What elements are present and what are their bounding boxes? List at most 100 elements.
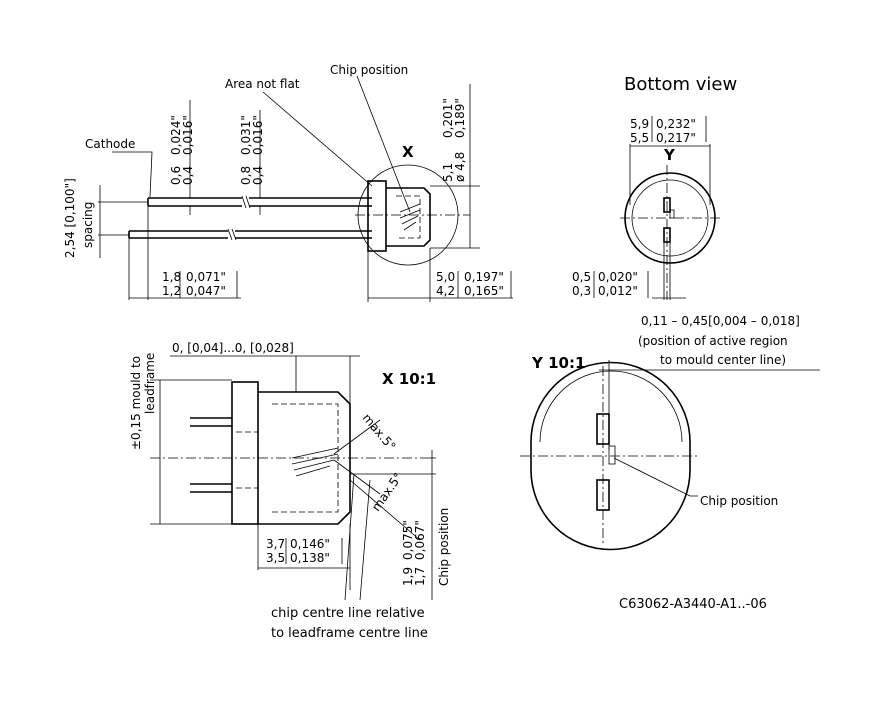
- dim-x-top: [170, 355, 360, 404]
- detail-x-flange: [231, 381, 259, 525]
- lead-thick-b-in: 0,031": [239, 115, 253, 155]
- part-number: C63062-A3440-A1..-06: [619, 597, 767, 612]
- label-cathode: Cathode: [85, 137, 135, 151]
- dia-inner-in: 0,189": [453, 98, 467, 138]
- dim-angles: [333, 419, 421, 541]
- dia-outer-mm: 5,1: [441, 163, 455, 182]
- mould-body: [386, 187, 431, 247]
- detail-x-chip-hatch: [291, 447, 339, 477]
- detail-y-tol-3: to mould center line): [660, 353, 786, 367]
- detail-x-chip-position: Chip position: [437, 508, 451, 586]
- label-x-marker: X: [402, 143, 414, 161]
- cavity-outline: [396, 195, 421, 239]
- lead-thick-b-labels: 0,8 0,4 0,031" 0,016": [239, 115, 265, 185]
- detail-x-bottom-2-in: 0,138": [290, 551, 330, 565]
- dim-mould-tol: [150, 379, 232, 525]
- lead-len-2-in: 0,047": [186, 284, 226, 298]
- dim-body-length: [367, 248, 513, 302]
- dim-y-tol: [599, 360, 820, 450]
- lead-lower: [128, 230, 228, 239]
- detail-x-note-2: to leadframe centre line: [271, 626, 428, 641]
- detail-x-internal: [236, 431, 258, 489]
- detail-x-mould-labels: ±0,15 mould to leadframe: [129, 353, 157, 450]
- lead-thick-b-mm: 0,8: [239, 166, 253, 185]
- break-mark-lower: [227, 228, 237, 241]
- leader-chip-position: [356, 75, 411, 213]
- lead-len-1-in: 0,071": [186, 270, 226, 284]
- side-view: [98, 75, 513, 302]
- body-len-1: 5,0: [436, 270, 455, 284]
- detail-x-angle-2: max.5°: [369, 470, 405, 514]
- lead-thick-a-in2: 0,016": [181, 115, 195, 155]
- body-len-1-in: 0,197": [464, 270, 504, 284]
- label-area-not-flat: Area not flat: [225, 77, 300, 91]
- mould-flange: [367, 180, 387, 252]
- detail-x-chip-1: 1,9: [401, 567, 415, 586]
- detail-x-bottom-1-in: 0,146": [290, 537, 330, 551]
- bottom-y-marker: Y: [663, 146, 676, 164]
- detail-x-chip-labels: 1,9 1,7 0,075" 0,067" Chip position: [401, 508, 451, 586]
- detail-y-tol-2: (position of active region: [638, 334, 788, 348]
- detail-y-title: Y 10:1: [531, 354, 585, 372]
- detail-x-chip-2-in: 0,067": [413, 520, 427, 560]
- break-mark-upper: [241, 195, 251, 209]
- chip-hatch: [399, 203, 421, 231]
- lead-thick-a-labels: 0,6 0,4 0,024" 0,016": [169, 115, 195, 185]
- lead-thick-b-mm2: 0,4: [251, 166, 265, 185]
- detail-y-outline: [530, 361, 691, 551]
- bottom-dim-bot-2: 0,3: [572, 284, 591, 298]
- spacing-word: spacing: [81, 202, 95, 248]
- detail-x-mould-tol: ±0,15 mould to: [129, 356, 143, 450]
- lead-upper-right: [249, 197, 372, 207]
- detail-y: [520, 360, 820, 551]
- body-len-2: 4,2: [436, 284, 455, 298]
- detail-x-chip-1-in: 0,075": [401, 520, 415, 560]
- label-chip-position: Chip position: [330, 63, 408, 77]
- bottom-bot-brackets: [593, 271, 649, 298]
- bottom-dim-bot-1: 0,5: [572, 270, 591, 284]
- dim-diameter: [430, 84, 480, 249]
- diameter-labels: 5,1 ø 4,8 0,201" 0,189": [441, 98, 467, 182]
- bottom-view-title: Bottom view: [624, 74, 737, 95]
- lead-len-brackets: [179, 271, 238, 298]
- dim-spacing: [98, 185, 148, 258]
- detail-y-chip-position: Chip position: [700, 494, 778, 508]
- body-len-2-in: 0,165": [464, 284, 504, 298]
- bottom-dim-top-1-in: 0,232": [656, 117, 696, 131]
- detail-y-tol-1: 0,11 – 0,45[0,004 – 0,018]: [641, 314, 800, 328]
- bottom-chip: [669, 209, 675, 219]
- spacing-dim: 2,54 [0,100"]: [63, 178, 77, 258]
- spacing-labels: 2,54 [0,100"] spacing: [63, 178, 95, 258]
- lead-upper: [147, 197, 242, 207]
- lead-thick-a-mm: 0,6: [169, 166, 183, 185]
- lead-thick-b-in2: 0,016": [251, 115, 265, 155]
- detail-x-leads: [190, 417, 232, 493]
- bottom-dim-top-2-in: 0,217": [656, 131, 696, 145]
- detail-x-angle-1: max.5°: [360, 411, 399, 453]
- leader-cathode: [112, 151, 153, 198]
- dim-lead-length: [128, 206, 241, 300]
- bottom-dim-top-2: 5,5: [630, 131, 649, 145]
- dia-outer-in: 0,201": [441, 98, 455, 138]
- detail-y-inner-arc: [539, 370, 683, 443]
- dim-bottom-top: [629, 144, 711, 205]
- dim-chip-pos: [350, 450, 436, 600]
- detail-x-bottom-1: 3,7: [266, 537, 285, 551]
- bottom-dim-bot-1-in: 0,020": [598, 270, 638, 284]
- dim-bottom-lower: [652, 242, 686, 300]
- lead-thick-a-mm2: 0,4: [181, 166, 195, 185]
- lead-thick-a-in: 0,024": [169, 115, 183, 155]
- bottom-view: [620, 144, 720, 300]
- lead-lower-right: [235, 230, 372, 239]
- leader-area-not-flat: [262, 91, 373, 187]
- bottom-dim-bot-2-in: 0,012": [598, 284, 638, 298]
- detail-x-bottom-brackets: [285, 538, 343, 564]
- detail-x-leadframe: leadframe: [143, 353, 157, 414]
- detail-x-bottom-2: 3,5: [266, 551, 285, 565]
- detail-x: [150, 355, 436, 601]
- detail-x-top-dim: 0, [0,04]...0, [0,028]: [172, 341, 294, 355]
- lead-len-1: 1,8: [162, 270, 181, 284]
- bottom-dim-top-1: 5,9: [630, 117, 649, 131]
- leader-note: [344, 473, 371, 601]
